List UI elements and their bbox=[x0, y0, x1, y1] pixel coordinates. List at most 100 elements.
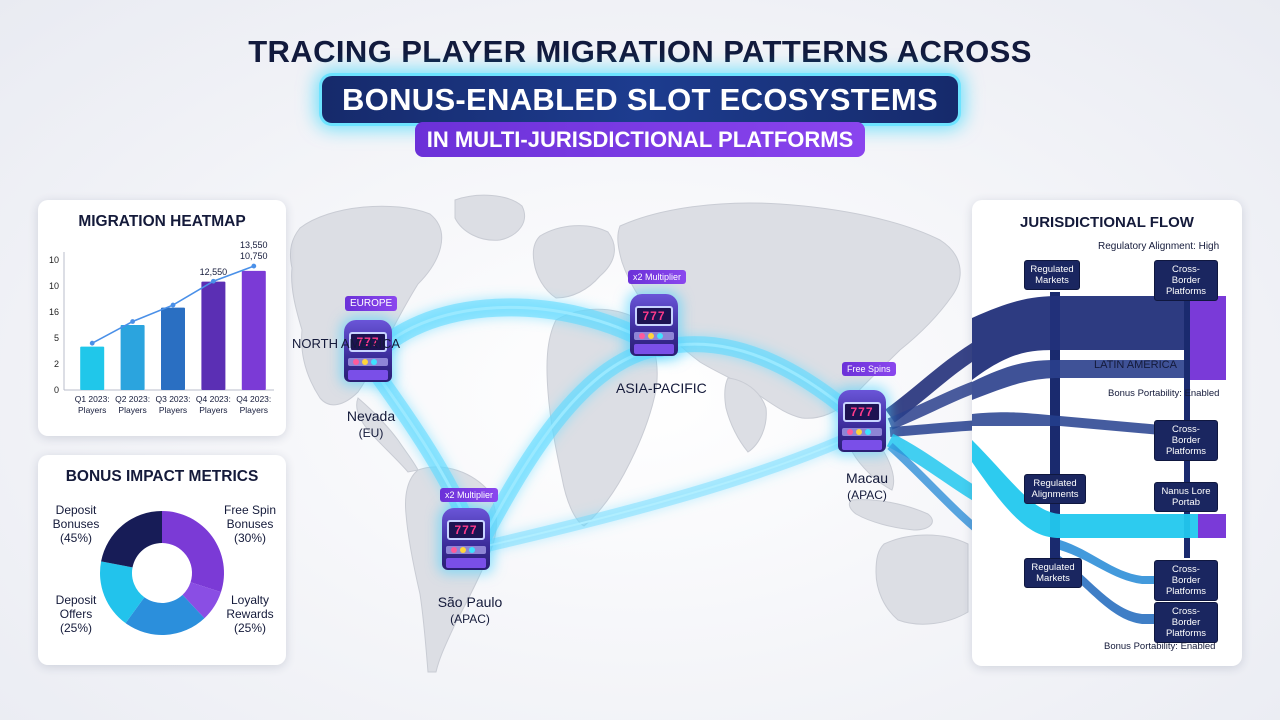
donut-label-loyalty: Loyalty Rewards (25%) bbox=[226, 593, 274, 635]
region-label-asia-pacific: ASIA-PACIFIC bbox=[616, 380, 707, 396]
city-label-nevada: Nevada (EU) bbox=[336, 408, 406, 442]
slot-reels: 777 bbox=[635, 306, 673, 326]
slot-machine-north-america[interactable]: 777 bbox=[340, 318, 396, 390]
city-jurisdiction: (APAC) bbox=[450, 612, 490, 626]
slot-machine-asia-pacific[interactable]: 777 bbox=[626, 292, 682, 364]
heatmap-y-tick-label: 5 bbox=[54, 333, 59, 343]
heatmap-y-tick-label: 10 bbox=[49, 255, 59, 265]
donut-label-deposit-offers: Deposit Offers (25%) bbox=[55, 593, 97, 635]
flow-path-sa-asia-core bbox=[476, 346, 662, 550]
flow-path-sa-macau-core bbox=[477, 429, 867, 549]
node-latin-america[interactable]: LATIN AMERICA bbox=[1094, 359, 1177, 371]
slot-button bbox=[451, 547, 457, 553]
page-subtitle: IN MULTI-JURISDICTIONAL PLATFORMS bbox=[414, 122, 866, 157]
band-navy-latin bbox=[972, 360, 1184, 400]
donut-slice-deposit-offers-cyan[interactable] bbox=[100, 561, 145, 624]
slot-tray bbox=[446, 546, 486, 554]
bonus-impact-card: BONUS IMPACT METRICS Deposit Bonuses (45… bbox=[38, 455, 286, 665]
city-name: Nevada bbox=[346, 408, 396, 424]
land-india bbox=[724, 377, 767, 453]
heatmap-bar bbox=[201, 281, 226, 390]
node-regulated-markets-bottom[interactable]: Regulated Markets bbox=[1024, 558, 1082, 588]
heatmap-trend-point bbox=[251, 263, 257, 269]
node-cross-border-bottom-2[interactable]: Cross-Border Platforms bbox=[1154, 602, 1218, 643]
donut-slice-deposit-offers[interactable] bbox=[125, 594, 205, 635]
slot-button bbox=[353, 359, 359, 365]
bonus-portability-label-1: Bonus Portability: Enabled bbox=[1108, 388, 1220, 399]
flow-path-na-asia-core bbox=[366, 305, 662, 364]
heatmap-category-label: Players bbox=[78, 405, 106, 415]
heatmap-category-label: Q4 2023: bbox=[196, 394, 231, 404]
donut-slice-deposit-bonuses[interactable] bbox=[101, 511, 162, 568]
bonus-portability-label-2: Bonus Portability: Enabled bbox=[1104, 641, 1216, 652]
slot-button bbox=[865, 429, 871, 435]
land-greenland bbox=[454, 194, 525, 241]
slot-base bbox=[842, 440, 882, 450]
slot-machine-sao-paulo[interactable]: 777 bbox=[438, 506, 494, 578]
heatmap-trend-point bbox=[211, 278, 216, 284]
heatmap-category-label: Q3 2023: bbox=[156, 394, 191, 404]
jurisdictional-flow-card: JURISDICTIONAL FLOW Regulatory Alignment… bbox=[972, 200, 1242, 666]
slot-base bbox=[348, 370, 388, 380]
slot-button bbox=[856, 429, 862, 435]
bonus-donut-chart bbox=[100, 511, 224, 635]
city-label-sao-paulo: São Paulo (APAC) bbox=[430, 594, 510, 628]
heatmap-annotation: 12,550 bbox=[200, 267, 228, 277]
node-bonus-lore[interactable]: Nanus Lore Portab bbox=[1154, 482, 1218, 512]
slot-button bbox=[460, 547, 466, 553]
node-cross-border-top[interactable]: Cross-Border Platforms bbox=[1154, 260, 1218, 301]
land-europe bbox=[532, 225, 615, 299]
slot-reels: 777 bbox=[447, 520, 485, 540]
heatmap-category-label: Players bbox=[199, 405, 227, 415]
slot-tray bbox=[634, 332, 674, 340]
land-indonesia bbox=[848, 499, 933, 531]
heatmap-bar bbox=[241, 270, 266, 390]
bonus-tag-macau: Free Spins bbox=[842, 362, 896, 376]
node-cross-border-bottom-1[interactable]: Cross-Border Platforms bbox=[1154, 560, 1218, 601]
heatmap-annotation: 10,750 bbox=[240, 251, 268, 261]
slot-button bbox=[639, 333, 645, 339]
heatmap-trend-point bbox=[170, 302, 176, 308]
heatmap-annotation: 13,550 bbox=[240, 240, 268, 250]
donut-label-free-spin: Free Spin Bonuses (30%) bbox=[223, 503, 277, 545]
bonus-tag-south-america: x2 Multiplier bbox=[440, 488, 499, 502]
slot-button bbox=[657, 333, 663, 339]
heatmap-category-label: Q2 2023: bbox=[115, 394, 150, 404]
heatmap-category-label: Players bbox=[159, 405, 187, 415]
band-blue-low bbox=[1060, 540, 1158, 584]
slot-tray bbox=[348, 358, 388, 366]
heatmap-bar bbox=[161, 307, 185, 390]
page-title-line-1: TRACING PLAYER MIGRATION PATTERNS ACROSS bbox=[248, 34, 1032, 69]
node-cross-border-mid[interactable]: Cross-Border Platforms bbox=[1154, 420, 1218, 461]
land-australia bbox=[875, 534, 969, 625]
flow-title: JURISDICTIONAL FLOW bbox=[1020, 214, 1194, 231]
band-cyan bbox=[972, 440, 1198, 538]
heatmap-y-tick-label: 10 bbox=[49, 281, 59, 291]
donut-label-deposit-bonuses: Deposit Bonuses (45%) bbox=[52, 503, 100, 545]
node-regulated-markets-top[interactable]: Regulated Markets bbox=[1024, 260, 1080, 290]
heatmap-y-tick-label: 2 bbox=[54, 359, 59, 369]
slot-button bbox=[469, 547, 475, 553]
band-navy-mid bbox=[972, 412, 1172, 436]
page-title-line-2: BONUS-ENABLED SLOT ECOSYSTEMS bbox=[321, 76, 959, 123]
band-navy-top bbox=[972, 296, 1184, 380]
heatmap-category-label: Q1 2023: bbox=[75, 394, 110, 404]
slot-button bbox=[362, 359, 368, 365]
city-name: Macau bbox=[845, 470, 889, 486]
heatmap-trend-point bbox=[89, 340, 95, 346]
heatmap-trend-point bbox=[130, 319, 135, 324]
node-regulated-alignments[interactable]: Regulated Alignments bbox=[1024, 474, 1086, 504]
band-blue-lower bbox=[1060, 556, 1158, 624]
city-name: São Paulo bbox=[437, 594, 503, 610]
donut-slice-loyalty[interactable] bbox=[182, 582, 221, 619]
heatmap-y-tick-label: 0 bbox=[54, 385, 59, 395]
donut-slice-free-spin[interactable] bbox=[162, 511, 224, 593]
slot-tray bbox=[842, 428, 882, 436]
heatmap-title: MIGRATION HEATMAP bbox=[78, 213, 246, 230]
slot-button bbox=[371, 359, 377, 365]
heatmap-bar bbox=[80, 346, 105, 390]
city-jurisdiction: (EU) bbox=[358, 426, 384, 440]
slot-machine-macau[interactable]: 777 bbox=[834, 388, 890, 460]
heatmap-category-label: Players bbox=[240, 405, 268, 415]
